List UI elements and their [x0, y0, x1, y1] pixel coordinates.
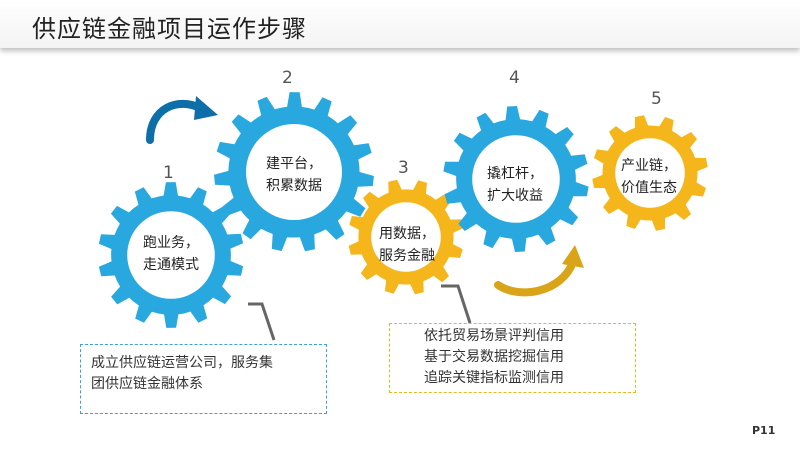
gear-label-2-line1: 建平台， [266, 156, 322, 172]
title-bar: 供应链金融项目运作步骤 [0, 0, 800, 48]
gear-label-2: 建平台， 积累数据 [254, 153, 334, 197]
connector-line-left [248, 302, 276, 341]
gear-label-5-line1: 产业链， [621, 158, 677, 174]
gear-label-3: 用数据， 服务金融 [367, 223, 447, 267]
callout-left-line1: 成立供应链运营公司，服务集 [91, 355, 273, 371]
step-number-1: 1 [163, 163, 174, 183]
callout-right: 依托贸易场景评判信用 基于交易数据挖掘信用 追踪关键指标监测信用 [389, 323, 636, 393]
gear-1-center [127, 211, 215, 299]
gear-label-5: 产业链， 价值生态 [609, 155, 689, 199]
callout-left: 成立供应链运营公司，服务集 团供应链金融体系 [80, 344, 327, 414]
callout-right-line3: 追踪关键指标监测信用 [424, 370, 564, 386]
gear-label-4: 撬杠杆， 扩大收益 [475, 163, 555, 207]
arrow-head-gold-icon [562, 245, 584, 268]
gear-label-5-line2: 价值生态 [621, 180, 677, 196]
gear-label-1-line2: 走通模式 [143, 257, 199, 273]
gear-2-center [246, 124, 342, 220]
step-number-2: 2 [282, 68, 293, 88]
curved-arrow-blue-icon [146, 100, 204, 144]
gear-5-center [615, 138, 685, 208]
gear-label-3-line2: 服务金融 [379, 248, 435, 264]
arrow-head-blue-icon [194, 96, 218, 120]
curved-arrow-gold-icon [494, 258, 577, 297]
callout-left-line2: 团供应链金融体系 [91, 376, 203, 392]
gear-label-1: 跑业务， 走通模式 [131, 232, 211, 276]
page-number: P11 [752, 424, 776, 437]
gear-label-4-line1: 撬杠杆， [487, 166, 543, 182]
gear-label-1-line1: 跑业务， [143, 235, 199, 251]
gear-3-center [371, 202, 441, 272]
gear-label-3-line1: 用数据， [379, 226, 435, 242]
gear-label-4-line2: 扩大收益 [487, 188, 543, 204]
step-number-5: 5 [651, 89, 662, 109]
step-number-3: 3 [398, 158, 409, 178]
callout-right-line1: 依托贸易场景评判信用 [424, 328, 564, 344]
page-title: 供应链金融项目运作步骤 [32, 15, 307, 43]
callout-right-line2: 基于交易数据挖掘信用 [424, 349, 564, 365]
gear-label-2-line2: 积累数据 [266, 178, 322, 194]
step-number-4: 4 [509, 68, 520, 88]
gear-4-center [472, 135, 560, 223]
connector-line-right [441, 284, 472, 324]
